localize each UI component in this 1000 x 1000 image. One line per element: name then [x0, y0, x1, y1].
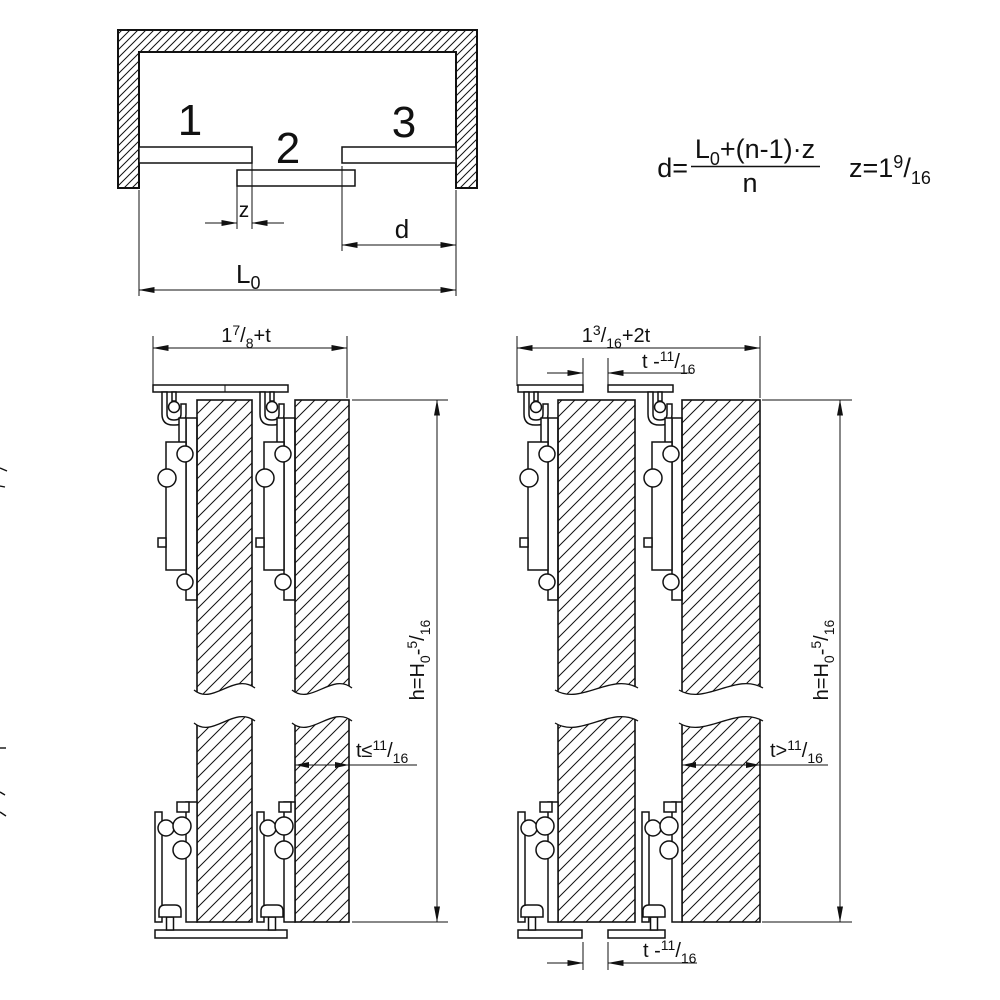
floor-track-post [158, 904, 182, 931]
door-leaf-section [557, 399, 636, 923]
bottom-gap-dimension: t -11/16 [547, 937, 697, 970]
panel-3-label: 3 [392, 98, 416, 147]
wall-section [117, 29, 478, 189]
floor-track-right [607, 929, 666, 939]
clamp-profile [671, 417, 683, 601]
edge-artifacts [0, 467, 8, 817]
door-panel-2 [236, 169, 356, 187]
clamp-profile [671, 801, 683, 923]
section-thick-doors: 13/16+2t t -11/16 [516, 322, 852, 970]
door-panel-1 [138, 146, 253, 164]
floor-track [154, 929, 288, 939]
formula-numerator: L0+(n-1)·z [695, 134, 815, 169]
height-dimension-thin: h=H0-5/16 [352, 399, 448, 923]
door-leaf-section [196, 399, 253, 923]
top-track-rail [152, 384, 289, 393]
clamp-profile [547, 801, 559, 923]
door-panel-3 [341, 146, 457, 164]
thickness-dim-label-thick: t>11/16 [770, 737, 823, 766]
dimension-z: z [205, 163, 284, 229]
top-track-rail-left [517, 384, 584, 393]
clamp-profile [547, 417, 559, 601]
panel-1-label: 1 [178, 96, 202, 145]
break-lines [193, 682, 353, 729]
door-leaf-section [681, 399, 761, 923]
bottom-gap-label: t -11/16 [643, 937, 697, 966]
dim-d-label: d [395, 214, 409, 244]
panel-2-label: 2 [276, 124, 300, 173]
floor-track-post [520, 904, 544, 931]
formula-lhs: d= [657, 153, 688, 183]
floor-track-post [260, 904, 284, 931]
width-dimension-thick: 13/16+2t [516, 322, 761, 398]
top-gap-label: t -11/16 [642, 348, 696, 377]
height-dim-label-thin: h=H0-5/16 [404, 619, 433, 700]
height-dim-label-thick: h=H0-5/16 [808, 619, 837, 700]
formula-block: d= L0+(n-1)·z n z=19/16 [657, 134, 931, 198]
height-dimension-thick: h=H0-5/16 [762, 399, 852, 923]
thickness-dimension-thin: t≤11/16 [295, 737, 417, 768]
top-gap-dimension: t -11/16 [547, 348, 696, 386]
floor-track-left [517, 929, 583, 939]
formula-denominator: n [742, 168, 757, 198]
section-thin-doors: 17/8+t [152, 322, 448, 939]
dimension-opening: L0 [138, 190, 457, 296]
clamp-profile [185, 801, 198, 923]
width-dim-label-thin: 17/8+t [221, 322, 271, 351]
floor-track-post [642, 904, 666, 931]
dim-opening-label: L0 [236, 259, 260, 293]
plan-view: 1 2 3 z d L0 [117, 29, 478, 296]
formula-z-value: z=19/16 [849, 152, 931, 188]
break-lines [554, 682, 764, 729]
clamp-profile [185, 417, 198, 601]
door-leaf-section [294, 399, 350, 923]
thickness-dim-label-thin: t≤11/16 [356, 737, 408, 766]
width-dimension-thin: 17/8+t [152, 322, 348, 398]
thickness-dimension-thick: t>11/16 [682, 737, 828, 768]
width-dim-label-thick: 13/16+2t [582, 322, 651, 351]
clamp-profile [283, 417, 296, 601]
top-track-rail-right [607, 384, 674, 393]
dim-z-label: z [239, 199, 250, 222]
dimension-d: d [341, 166, 457, 251]
